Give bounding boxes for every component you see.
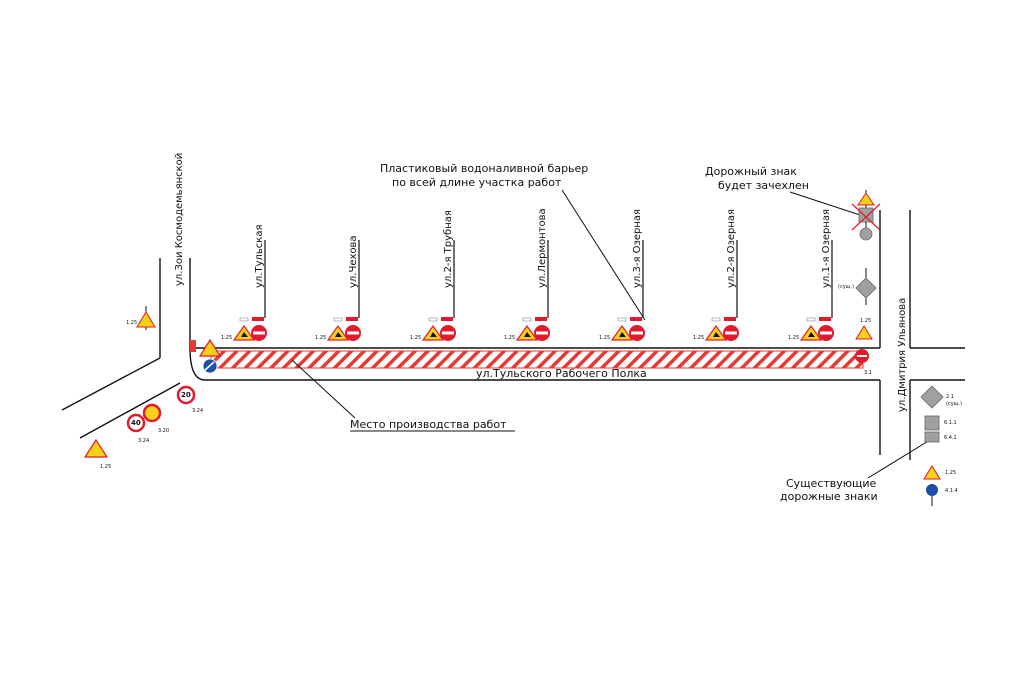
sign-cluster: 1.25	[788, 317, 834, 341]
no-overtake-sign-icon	[142, 403, 162, 423]
roadworks-sign-icon	[923, 465, 941, 480]
side-street-stubs	[264, 240, 833, 318]
roadworks-sign-icon	[136, 311, 156, 328]
svg-text:Место производства работ: Место производства работ	[350, 418, 507, 431]
covered-sign-icon	[858, 207, 874, 223]
sign-code: 1.25	[410, 335, 421, 341]
svg-text:будет зачехлен: будет зачехлен	[718, 179, 809, 192]
keep-right-sign-icon	[926, 484, 938, 496]
sign-code: 1.25	[788, 335, 799, 341]
roadworks-sign-icon	[855, 325, 873, 340]
sign-code: 1.25	[315, 335, 326, 341]
priority-road-sign-icon	[920, 385, 944, 409]
svg-text:3.1: 3.1	[864, 370, 872, 376]
cross-right-label: ул.Дмитрия Ульянова	[897, 298, 908, 412]
side-street-label: ул.1-я Озерная	[821, 209, 832, 288]
info-sign-icon	[924, 415, 940, 431]
sign-cluster: 1.25	[221, 317, 267, 341]
svg-text:3.24: 3.24	[192, 408, 203, 414]
svg-text:4.1.4: 4.1.4	[945, 488, 958, 494]
cross-left-label: ул.Зои Космодемьянской	[174, 153, 185, 286]
svg-text:2.1: 2.1	[946, 394, 954, 400]
sign-code: 1.25	[599, 335, 610, 341]
sign-cluster: 1.25	[315, 317, 361, 341]
callout-covered-sign: Дорожный знак будет зачехлен	[705, 165, 861, 216]
callout-existing-signs: Существующие дорожные знаки	[780, 439, 931, 503]
svg-text:3.20: 3.20	[158, 428, 169, 434]
barrier-start-cap	[190, 340, 196, 352]
sign-cluster: 1.25	[693, 317, 739, 341]
main-street-label: ул.Тульского Рабочего Полка	[476, 367, 647, 380]
side-street-label: ул.Тульская	[254, 225, 265, 288]
svg-text:дорожные знаки: дорожные знаки	[780, 490, 878, 503]
svg-text:(сущ.): (сущ.)	[838, 284, 854, 290]
svg-text:1.25: 1.25	[126, 320, 137, 326]
svg-text:6.1.1: 6.1.1	[944, 420, 957, 426]
callout-barrier: Пластиковый водоналивной барьер по всей …	[380, 162, 646, 321]
sign-cluster: 1.25	[504, 317, 550, 341]
roadworks-sign-icon	[857, 192, 875, 206]
sign-clusters: 1.25 1.25 1.25 1.25 1.25 1.25 1.25	[221, 317, 834, 341]
svg-text:1.25: 1.25	[945, 470, 956, 476]
roadworks-sign-icon	[198, 338, 222, 357]
svg-text:1.25: 1.25	[860, 318, 871, 324]
svg-text:1.25: 1.25	[100, 464, 111, 470]
svg-text:Дорожный знак: Дорожный знак	[705, 165, 797, 178]
svg-text:6.4.1: 6.4.1	[944, 435, 957, 441]
svg-text:по всей длине участка работ: по всей длине участка работ	[392, 176, 562, 189]
svg-text:(сущ.): (сущ.)	[946, 401, 962, 407]
sign-code: 1.25	[504, 335, 515, 341]
speed-limit-value: 40	[131, 419, 141, 427]
roadworks-sign-icon	[83, 438, 109, 458]
side-street-label: ул.2-я Озерная	[726, 209, 737, 288]
svg-text:3.24: 3.24	[138, 438, 149, 444]
left-end-signs: 1.25 20 3.24 40 3.24 3.20 1.25	[83, 306, 222, 470]
speed-limit-40-icon	[126, 413, 146, 433]
svg-text:Существующие: Существующие	[786, 477, 877, 490]
svg-text:Пластиковый водоналивной барье: Пластиковый водоналивной барьер	[380, 162, 588, 175]
sign-cluster: 1.25	[410, 317, 456, 341]
sign-cluster: 1.25	[599, 317, 645, 341]
callout-work-zone: Место производства работ	[291, 359, 515, 432]
sign-code: 1.25	[693, 335, 704, 341]
water-barrier	[210, 350, 864, 369]
side-street-label: ул.Лермонтова	[537, 208, 548, 288]
side-street-label: ул.3-я Озерная	[632, 209, 643, 288]
side-street-label: ул.Чехова	[348, 235, 359, 288]
right-end-signs: 3.1 1.25 (сущ.) 2.1 (сущ.) 6.1.1 6.4.1 1…	[838, 190, 962, 506]
info-sign-icon	[924, 431, 940, 443]
priority-road-sign-icon	[855, 277, 877, 299]
sign-code: 1.25	[221, 335, 232, 341]
speed-limit-20-icon	[176, 385, 196, 405]
road-edges	[61, 210, 965, 460]
speed-limit-value: 20	[181, 391, 191, 399]
side-street-labels: ул.Тульская ул.Чехова ул.2-я Трубная ул.…	[254, 208, 832, 288]
side-street-label: ул.2-я Трубная	[443, 210, 454, 288]
